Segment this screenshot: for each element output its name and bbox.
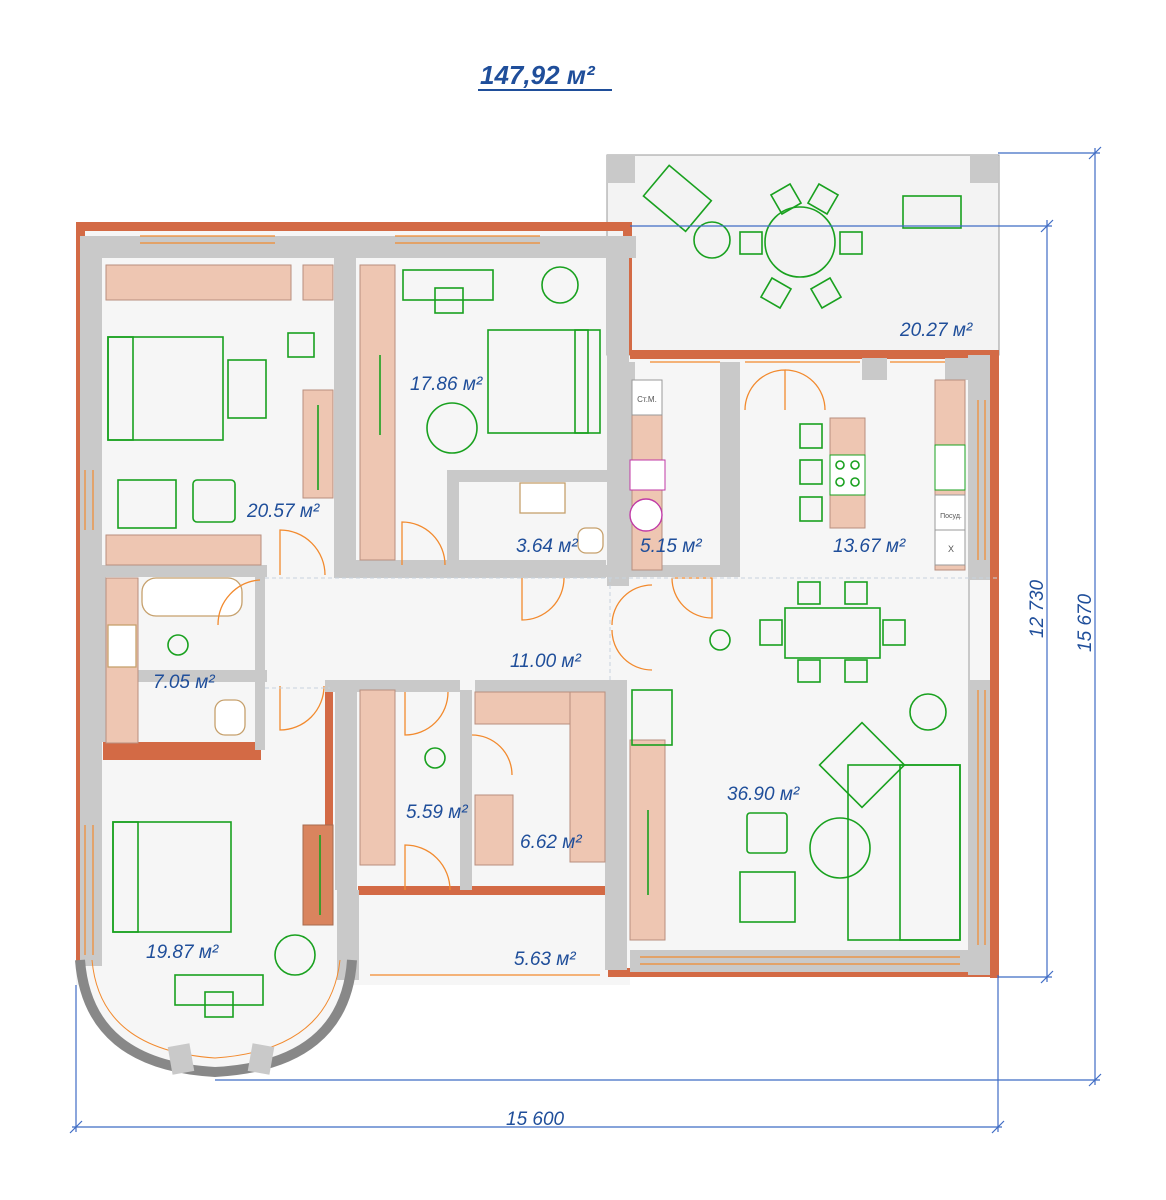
dimension-lines [69,146,1102,1134]
zone-boundaries [265,577,1000,689]
room-area-kitchen: 13.67 м² [833,536,906,557]
dimension-depth-total: 15 670 [1075,593,1096,652]
room-area-hall: 11.00 м² [510,651,581,672]
bathroom-fixtures [107,482,604,736]
room-area-wardrobe: 6.62 м² [520,832,582,853]
dishwasher-label: Посуд. [940,513,962,520]
fridge-label: Х [948,544,954,554]
room-labels: 20.57 м² 17.86 м² 20.27 м² 3.64 м² 5.15 … [146,320,973,970]
washer-label: Ст.М. [637,395,657,404]
furniture [107,164,962,1018]
windows [84,235,986,976]
room-area-porch: 5.63 м² [514,949,576,970]
room-area-bathroom-small: 3.64 м² [516,536,578,557]
dimension-width: 15 600 [506,1109,565,1130]
room-area-vestibule: 5.59 м² [406,802,468,823]
room-area-bedroom-n: 17.86 м² [410,374,483,395]
total-area-title: 147,92 м² [480,60,596,90]
appliances: Ст.М. Посуд. Х [629,379,966,566]
room-area-bedroom-sw: 19.87 м² [146,942,219,963]
room-area-pantry: 5.15 м² [640,536,702,557]
dimension-depth-main: 12 730 [1027,579,1048,638]
bay-wall [75,959,357,1078]
room-area-terrace: 20.27 м² [899,320,973,341]
doors [217,369,826,891]
room-area-living: 36.90 м² [727,784,800,805]
room-area-bedroom-nw: 20.57 м² [246,501,320,522]
room-area-bathroom-w: 7.05 м² [153,672,215,693]
